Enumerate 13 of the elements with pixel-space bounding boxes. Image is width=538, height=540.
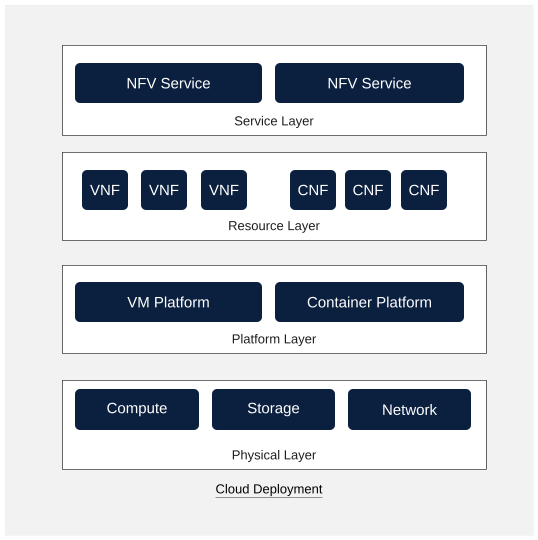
component-box: Storage (212, 389, 335, 430)
component-box: CNF (290, 170, 336, 210)
component-box: CNF (345, 170, 391, 210)
component-box: VNF (141, 170, 187, 210)
component-box: VM Platform (75, 282, 262, 322)
component-box: NFV Service (275, 63, 464, 103)
component-box: VNF (82, 170, 128, 210)
component-box: CNF (401, 170, 447, 210)
component-box: Compute (75, 389, 199, 430)
component-box: VNF (201, 170, 247, 210)
component-box: Container Platform (275, 282, 464, 322)
component-box: Network (348, 389, 471, 430)
component-box: NFV Service (75, 63, 262, 103)
